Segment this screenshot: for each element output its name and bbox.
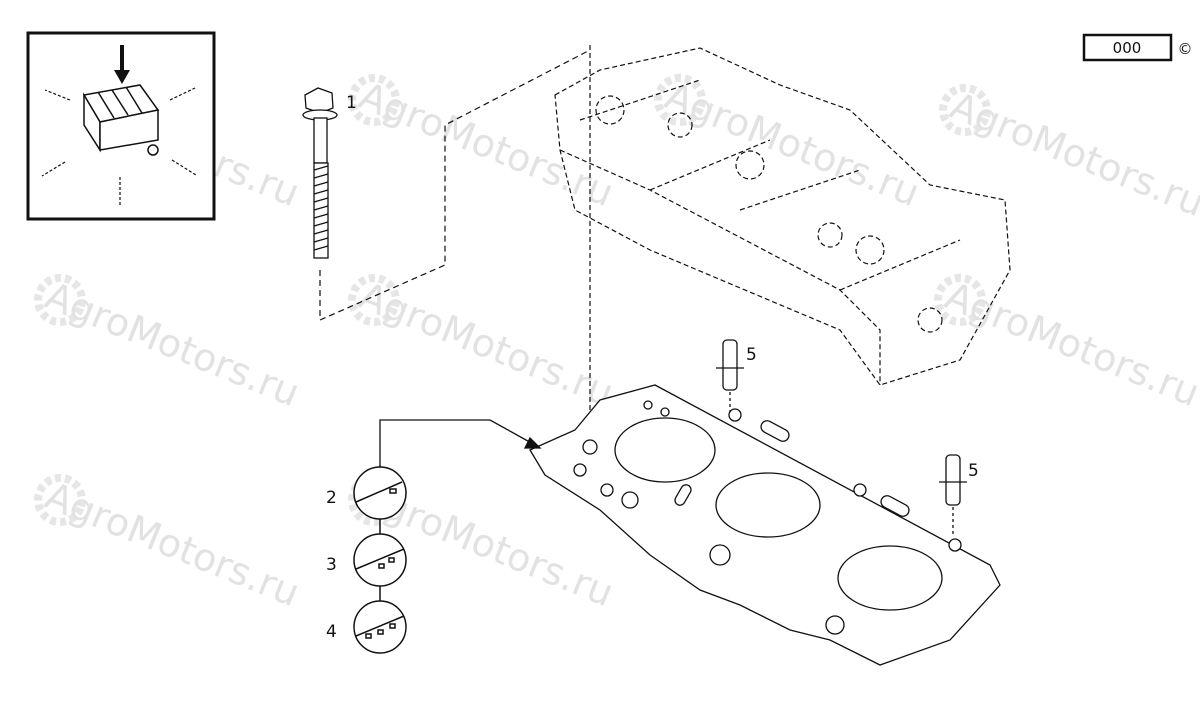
reference-box: 000 ©: [1082, 33, 1193, 62]
dowel-pin-right: [939, 454, 967, 535]
reference-code: 000: [1113, 39, 1142, 57]
orientation-inset: [26, 31, 216, 221]
callout-3: 3: [326, 555, 337, 575]
head-bolt: [302, 87, 338, 259]
watermark: AgroMotors.ru: [353, 273, 619, 415]
watermark: AgroMotors.ru: [944, 83, 1200, 225]
watermark: AgroMotors.ru: [353, 73, 619, 215]
callout-1: 1: [346, 93, 357, 113]
variant-1-notch: [353, 466, 407, 520]
down-arrow-icon: [114, 45, 130, 84]
variant-2-notches: [353, 533, 407, 587]
watermark: AgroMotors.ru: [39, 273, 305, 415]
callout-5-right: 5: [968, 461, 979, 481]
copyright-mark: ©: [1178, 40, 1193, 58]
gasket-variants: [353, 465, 407, 654]
cylinder-head: [554, 45, 1011, 420]
gasket-pointer: [379, 419, 542, 465]
dowel-pin-left: [716, 339, 744, 412]
callout-5-left: 5: [746, 345, 757, 365]
watermark: AgroMotors.ru: [39, 473, 305, 615]
head-gasket: [529, 384, 1001, 666]
bolt-guide: [319, 49, 591, 321]
direction-arrows-icon: [41, 87, 197, 205]
engine-block-icon: [82, 84, 160, 156]
watermark: AgroMotors.ru: [939, 273, 1200, 415]
callout-4: 4: [326, 622, 337, 642]
callout-2: 2: [326, 488, 337, 508]
watermark: AgroMotors.ru: [659, 73, 925, 215]
variant-3-notches: [353, 600, 407, 654]
